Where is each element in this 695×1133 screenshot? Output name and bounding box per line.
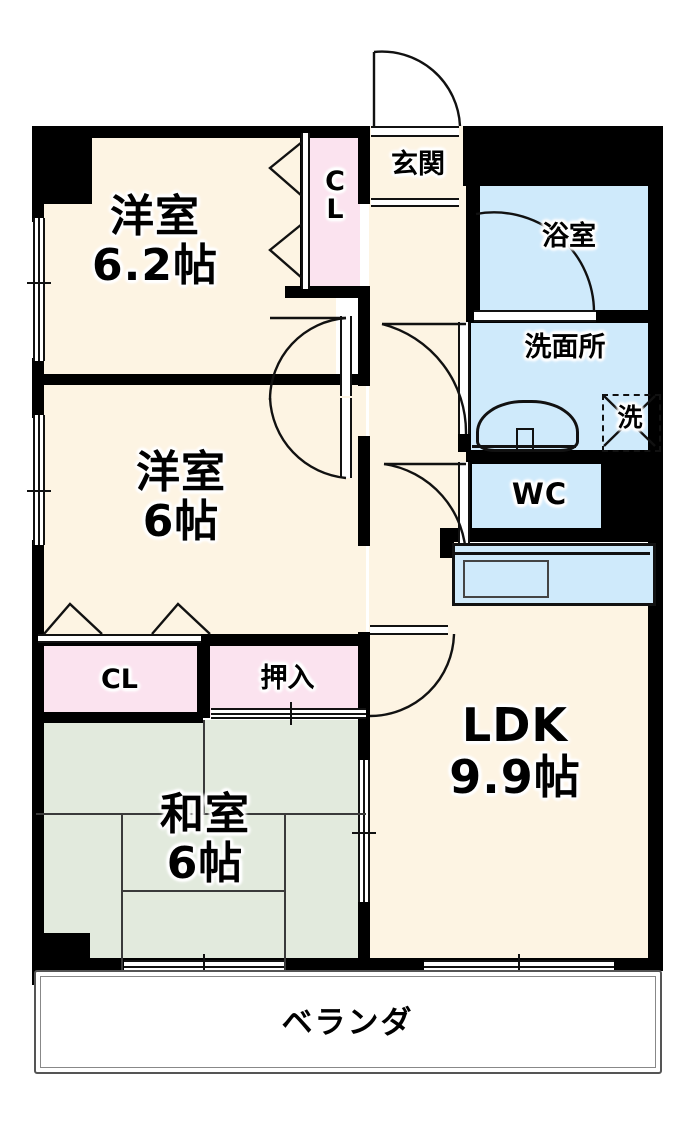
room-fill-bath (478, 185, 660, 315)
wall-left-upper (32, 196, 44, 222)
window-mullion-left-lower (27, 490, 51, 492)
oshiire-door-mullion (290, 702, 292, 725)
door-toilet-swing (383, 462, 468, 559)
window-right-tatami (358, 760, 370, 902)
window-mullion-left-upper (27, 282, 51, 284)
window-left-lower (33, 415, 45, 545)
closet-bottom-folding-door-left (43, 602, 103, 635)
door-washroom-swing (381, 322, 468, 435)
wall-corridor-left-mid (358, 436, 370, 546)
closet-fill-oshiire (209, 645, 366, 717)
tatami-line-2 (284, 813, 366, 815)
closet-bottom-door-track[interactable] (38, 634, 201, 643)
wall-top-right (463, 126, 663, 186)
room-fill-entrance-corridor (369, 126, 467, 671)
wall-between-cl-oshiire (197, 640, 210, 718)
window-left-upper (33, 218, 45, 361)
wall-bath-left (466, 185, 480, 323)
closet-bottom-folding-door-right (151, 602, 211, 635)
door-entrance-opening[interactable] (371, 126, 459, 137)
washing-machine-cross-icon (603, 395, 656, 447)
tatami-line-5 (284, 813, 286, 970)
oshiire-sliding-doors[interactable] (211, 708, 366, 719)
door-western1-swing (268, 316, 347, 401)
door-western2-opening[interactable] (340, 398, 352, 478)
door-western1-opening[interactable] (340, 316, 352, 396)
wall-left-lower (32, 645, 44, 935)
closet-fill-cl-bottom (36, 645, 203, 717)
wall-entrance-left-jamb (358, 126, 370, 204)
door-bath-swing (475, 211, 596, 313)
door-western2-swing (268, 397, 347, 480)
tatami-line-1 (36, 813, 286, 815)
tatami-line-4 (203, 720, 205, 815)
washing-machine-box (602, 394, 661, 452)
vanity-counter-edge (472, 445, 576, 448)
tatami-line-6 (121, 890, 284, 892)
room-fill-western-2 (36, 380, 366, 640)
closet-top-folding-door-lower (268, 223, 303, 279)
window-mullion-ldk (518, 954, 520, 979)
wall-top-left (32, 126, 370, 138)
kitchen-counter-backsplash (452, 552, 650, 555)
entrance-step-sill (371, 198, 459, 207)
room-fill-tatami (36, 720, 366, 970)
wall-ldk-left-upper (358, 634, 370, 764)
wall-corner-block-top-left (32, 126, 92, 204)
window-mullion-tatami (203, 954, 205, 979)
closet-top-folding-door-upper (268, 141, 303, 197)
wall-left-mid-a (32, 358, 44, 418)
wall-ldk-left-lower (358, 900, 370, 960)
door-entrance-swing (372, 50, 462, 127)
wall-between-western-rooms (36, 374, 366, 385)
wall-toilet-right (601, 455, 663, 539)
window-mullion-right-tatami (352, 832, 376, 834)
door-ldk-swing (369, 633, 456, 718)
door-ldk-opening[interactable] (370, 625, 448, 635)
closet-fill-top (310, 131, 360, 291)
door-bath-opening[interactable] (474, 310, 596, 322)
wall-corridor-left-upper (358, 286, 370, 386)
wall-kitchen-jamb (440, 528, 454, 558)
wall-below-cl (36, 712, 203, 723)
room-fill-toilet (472, 462, 607, 530)
kitchen-sink-basin-icon (463, 560, 549, 598)
closet-top-door-track[interactable] (301, 133, 310, 289)
wall-left-mid-b (32, 540, 44, 650)
wall-under-closet-top (285, 286, 370, 298)
wall-toilet-bottom (440, 528, 663, 542)
veranda-inner-rail (40, 976, 656, 1068)
door-washroom-opening[interactable] (458, 322, 470, 434)
